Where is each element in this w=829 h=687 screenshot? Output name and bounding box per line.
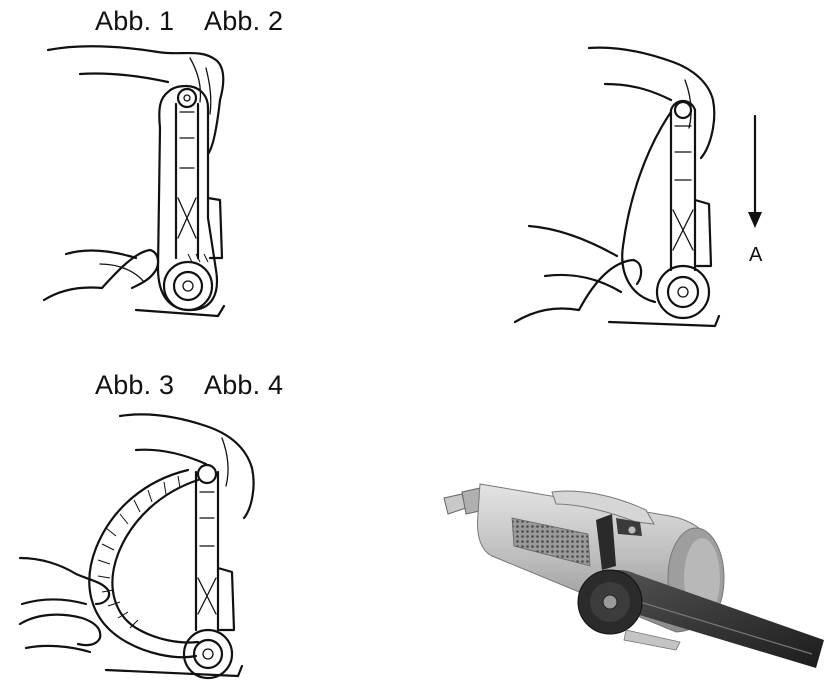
- belt-removal-icon: [18, 413, 255, 680]
- arrow-label-a: A: [749, 244, 763, 266]
- hands-holding-belt-sander-icon: [42, 45, 226, 318]
- caption-fig2: Abb. 2: [204, 6, 284, 36]
- belt-release-illustration: [513, 46, 762, 328]
- caption-fig1: Abb. 1: [95, 6, 175, 36]
- figure-4-illustration: [440, 474, 825, 686]
- figure-3-illustration: [16, 408, 276, 683]
- figure-1-illustration: [40, 38, 240, 328]
- caption-fig3: Abb. 3: [95, 370, 175, 400]
- figure-2-illustration: A: [505, 40, 775, 340]
- caption-fig4: Abb. 4: [204, 370, 284, 400]
- air-belt-sander-photo: [443, 483, 824, 668]
